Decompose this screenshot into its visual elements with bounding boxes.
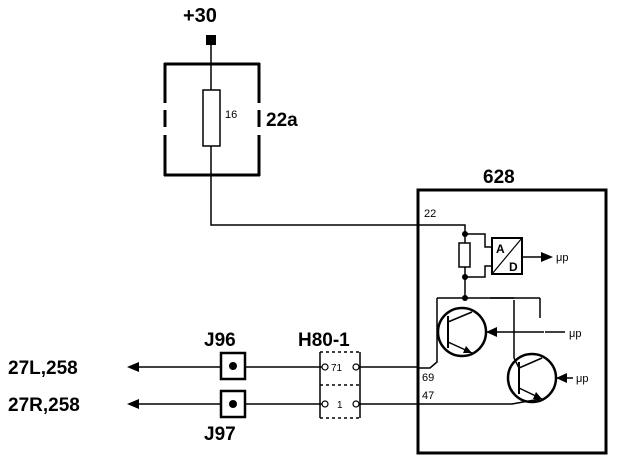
fuse-block <box>163 62 261 177</box>
connector-j96 <box>219 351 247 381</box>
wire-fuse-to-module <box>210 146 466 234</box>
arrow-left-27l <box>127 362 139 372</box>
transistor-1 <box>436 306 544 358</box>
fuse-id: 22a <box>266 110 298 131</box>
mu-label-2: μp <box>569 328 581 340</box>
mu-label-1: μp <box>556 252 568 264</box>
target-27r-label: 27R,258 <box>8 395 80 416</box>
arrow-from-mu-3 <box>556 373 567 383</box>
mu-label-3: μp <box>576 373 588 385</box>
target-27l-label: 27L,258 <box>8 358 78 379</box>
arrow-from-mu-2 <box>486 327 497 337</box>
fuse-element <box>202 89 221 147</box>
module-box <box>416 188 608 455</box>
supply-label: +30 <box>183 5 217 27</box>
module-label: 628 <box>483 167 515 188</box>
splice-label: H80-1 <box>298 330 350 351</box>
pin-47-label: 47 <box>422 390 434 402</box>
arrow-left-27r <box>127 399 139 409</box>
arrow-to-mu-1 <box>541 252 553 262</box>
pin-69-label: 69 <box>422 372 434 384</box>
ad-converter-d: D <box>509 260 518 274</box>
supply-terminal <box>206 35 216 45</box>
splice-pin-1: 1 <box>337 400 343 411</box>
ad-converter-a: A <box>496 242 505 256</box>
splice-pin-71: 71 <box>331 363 343 374</box>
connector-j97-label: J97 <box>204 424 236 445</box>
fuse-value: 16 <box>225 109 237 121</box>
pin-22-label: 22 <box>424 208 436 220</box>
splice-h80-1 <box>319 351 361 419</box>
connector-j96-label: J96 <box>204 330 236 351</box>
sense-resistor <box>458 242 471 268</box>
